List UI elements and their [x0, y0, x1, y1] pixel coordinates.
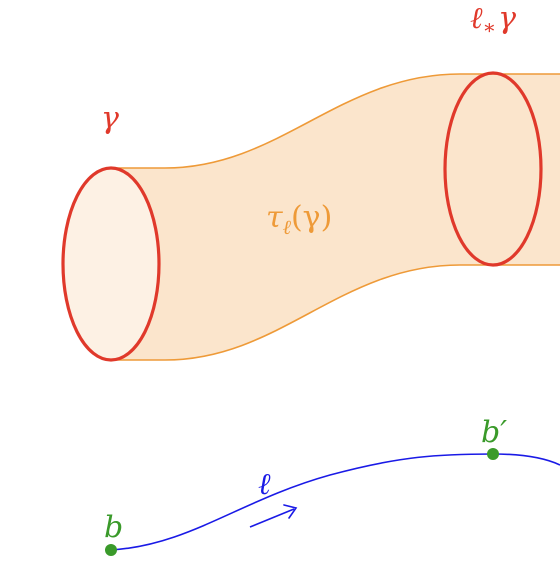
tube-label-arg: (γ)	[291, 200, 332, 235]
tube-label-sub: ℓ	[283, 215, 292, 239]
transported-gamma-label-star: ∗	[483, 15, 497, 39]
transported-gamma-loop	[443, 71, 543, 267]
end-point-label: b′	[481, 415, 507, 450]
tube-label-tau: τ	[266, 200, 283, 235]
direction-arrow-shaft	[249, 508, 295, 528]
start-point-label: b	[104, 510, 123, 545]
transported-gamma-label-base: ℓ	[470, 1, 483, 36]
tube-body	[111, 74, 560, 360]
gamma-loop	[61, 166, 161, 362]
path-curve	[110, 453, 560, 551]
transported-gamma-label-curve: γ	[498, 1, 516, 36]
tube-bottom-edge	[111, 264, 560, 361]
direction-arrow-head	[283, 504, 298, 519]
transported-gamma-label: ℓ∗γ	[470, 1, 516, 39]
end-point	[487, 448, 499, 460]
path-label: ℓ	[258, 467, 271, 502]
gamma-label: γ	[101, 101, 119, 136]
tube-top-edge	[111, 73, 560, 169]
start-point	[105, 544, 117, 556]
tube-label: τℓ(γ)	[266, 200, 332, 239]
